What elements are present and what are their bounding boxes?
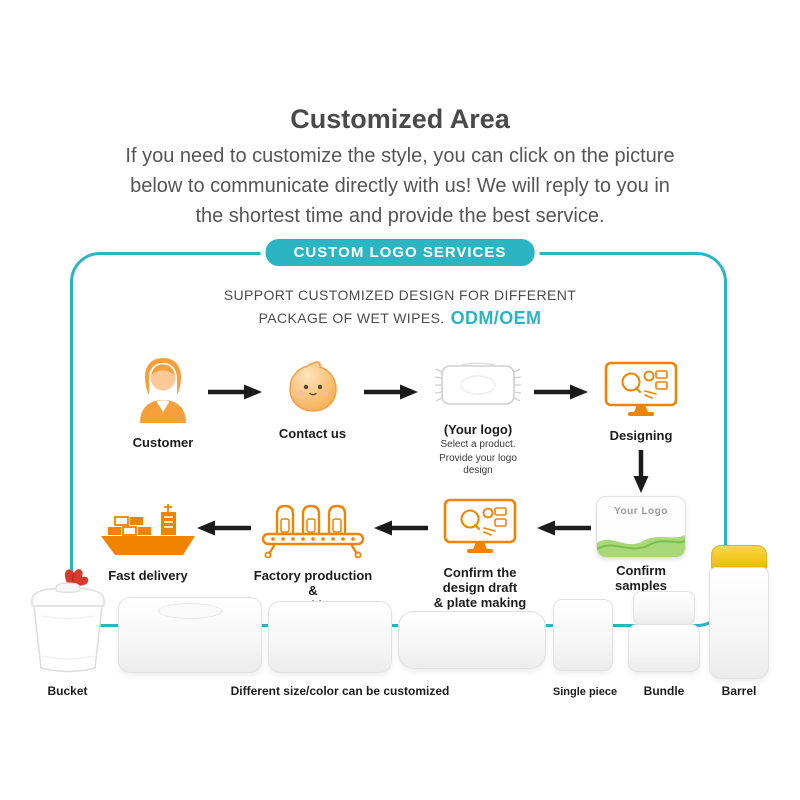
- single-piece-pack-image[interactable]: [553, 599, 613, 671]
- arrow-left-icon: [537, 520, 591, 536]
- sample-pack-logo-text: Your Logo: [614, 506, 668, 517]
- flow-step-fast-delivery[interactable]: Fast delivery: [96, 500, 200, 583]
- intro-line-1: If you need to customize the style, you …: [125, 145, 675, 167]
- step-label-confirm-draft-2: & plate making: [433, 595, 527, 610]
- wipes-pack-icon: [432, 358, 524, 417]
- sample-pack-image: Your Logo: [596, 496, 686, 558]
- step-label-customer: Customer: [132, 435, 194, 450]
- design-monitor-icon: [603, 360, 679, 423]
- pack-lid-shape: [158, 603, 222, 619]
- wipes-pack-long-image[interactable]: [398, 611, 546, 669]
- flow-step-factory-production[interactable]: Factory production & Packing: [253, 494, 373, 613]
- support-text-line1: SUPPORT CUSTOMIZED DESIGN FOR DIFFERENT: [223, 287, 577, 303]
- intro-text: If you need to customize the style, you …: [0, 141, 800, 231]
- step-label-your-logo: (Your logo): [443, 422, 513, 437]
- step-sub-provide-logo: Provide your logo design: [439, 453, 517, 476]
- intro-line-2: below to communicate directly with us! W…: [130, 175, 670, 197]
- page-title: Customized Area: [290, 104, 510, 134]
- arrow-right-icon: [534, 384, 588, 400]
- customer-avatar-icon: [135, 355, 191, 430]
- arrow-right-icon: [208, 384, 262, 400]
- sizes-label: Different size/color can be customized: [230, 684, 450, 698]
- bundle-label: Bundle: [643, 684, 685, 698]
- flow-step-customer[interactable]: Customer: [123, 355, 203, 450]
- arrow-left-icon: [374, 520, 428, 536]
- wipes-pack-large-image[interactable]: [118, 597, 262, 673]
- step-label-designing: Designing: [609, 428, 673, 443]
- step-sub-select-product: Select a product.: [440, 439, 516, 450]
- support-text-line2-text: PACKAGE OF WET WIPES.: [258, 310, 445, 326]
- arrow-left-icon: [197, 520, 251, 536]
- arrow-down-icon: [633, 450, 649, 493]
- step-label-confirm-draft-1: Confirm the design draft: [442, 565, 518, 595]
- cargo-ship-icon: [98, 500, 198, 563]
- factory-line-icon: [257, 494, 369, 563]
- flow-step-select-product[interactable]: (Your logo) Select a product. Provide yo…: [430, 358, 526, 477]
- barrel-label: Barrel: [721, 684, 757, 698]
- bucket-label: Bucket: [47, 684, 88, 698]
- draft-monitor-icon: [442, 497, 518, 560]
- intro-line-3: the shortest time and provide the best s…: [195, 205, 605, 227]
- barrel-image[interactable]: [709, 567, 769, 679]
- step-label-factory-1: Factory production &: [253, 568, 373, 598]
- flow-step-confirm-design-draft[interactable]: Confirm the design draft & plate making: [430, 497, 530, 610]
- bucket-image[interactable]: [22, 564, 114, 683]
- bundle-bottom-pack-image[interactable]: [628, 624, 700, 672]
- step-label-contact-us: Contact us: [278, 426, 347, 441]
- step-label-confirm-samples: Confirm samples: [614, 563, 668, 593]
- wipes-pack-medium-image[interactable]: [268, 601, 392, 673]
- arrow-right-icon: [364, 384, 418, 400]
- flow-step-designing[interactable]: Designing: [598, 360, 684, 443]
- flow-step-contact-us[interactable]: Contact us: [270, 360, 355, 441]
- sample-pack-wave-graphic: [597, 535, 685, 557]
- flow-step-confirm-samples[interactable]: Your Logo Confirm samples: [593, 496, 689, 593]
- support-text-line2: PACKAGE OF WET WIPES. ODM/OEM: [0, 308, 800, 329]
- single-piece-label: Single piece: [552, 686, 618, 698]
- bundle-top-pack-image[interactable]: [633, 591, 695, 625]
- step-label-fast-delivery: Fast delivery: [108, 568, 188, 583]
- odm-oem-text: ODM/OEM: [450, 308, 542, 328]
- chat-mascot-icon: [283, 360, 343, 421]
- custom-logo-services-badge: CUSTOM LOGO SERVICES: [260, 234, 540, 271]
